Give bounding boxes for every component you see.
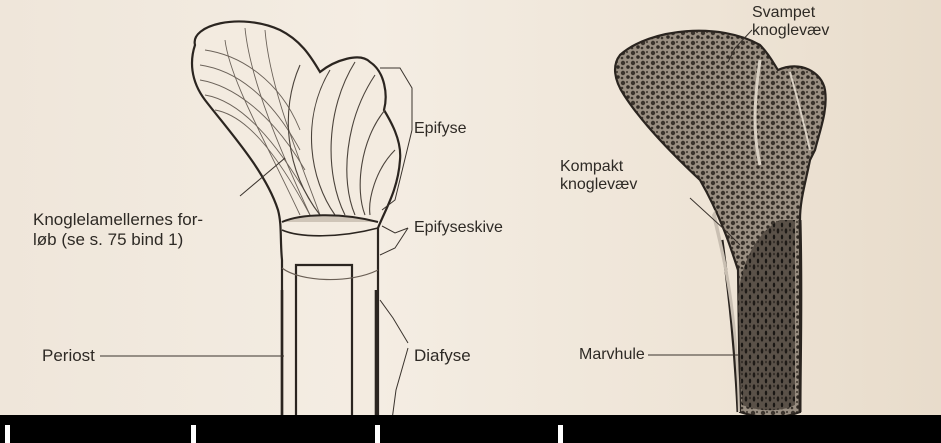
label-svampet-line2: knoglevæv xyxy=(752,22,882,40)
label-svampet-line1: Svampet xyxy=(752,4,882,22)
label-diafyse: Diafyse xyxy=(414,346,471,366)
bottom-mark xyxy=(375,425,380,443)
bottom-black-band xyxy=(0,415,941,443)
right-femur-drawing xyxy=(615,31,826,418)
bottom-mark xyxy=(191,425,196,443)
label-knoglelamellernes-line2: løb (se s. 75 bind 1) xyxy=(33,230,273,250)
label-epifyse: Epifyse xyxy=(414,120,466,138)
label-kompakt-knoglevaev: Kompakt knoglevæv xyxy=(560,158,690,194)
label-periost: Periost xyxy=(42,346,95,366)
label-knoglelamellernes: Knoglelamellernes for- løb (se s. 75 bin… xyxy=(33,210,273,250)
bottom-mark xyxy=(558,425,563,443)
label-epifyseskive: Epifyseskive xyxy=(414,219,503,237)
label-kompakt-line2: knoglevæv xyxy=(560,176,690,194)
label-svampet-knoglevaev: Svampet knoglevæv xyxy=(752,4,882,40)
bottom-mark xyxy=(5,425,10,443)
label-knoglelamellernes-line1: Knoglelamellernes for- xyxy=(33,210,273,230)
label-marvhule: Marvhule xyxy=(579,346,645,364)
label-kompakt-line1: Kompakt xyxy=(560,158,690,176)
